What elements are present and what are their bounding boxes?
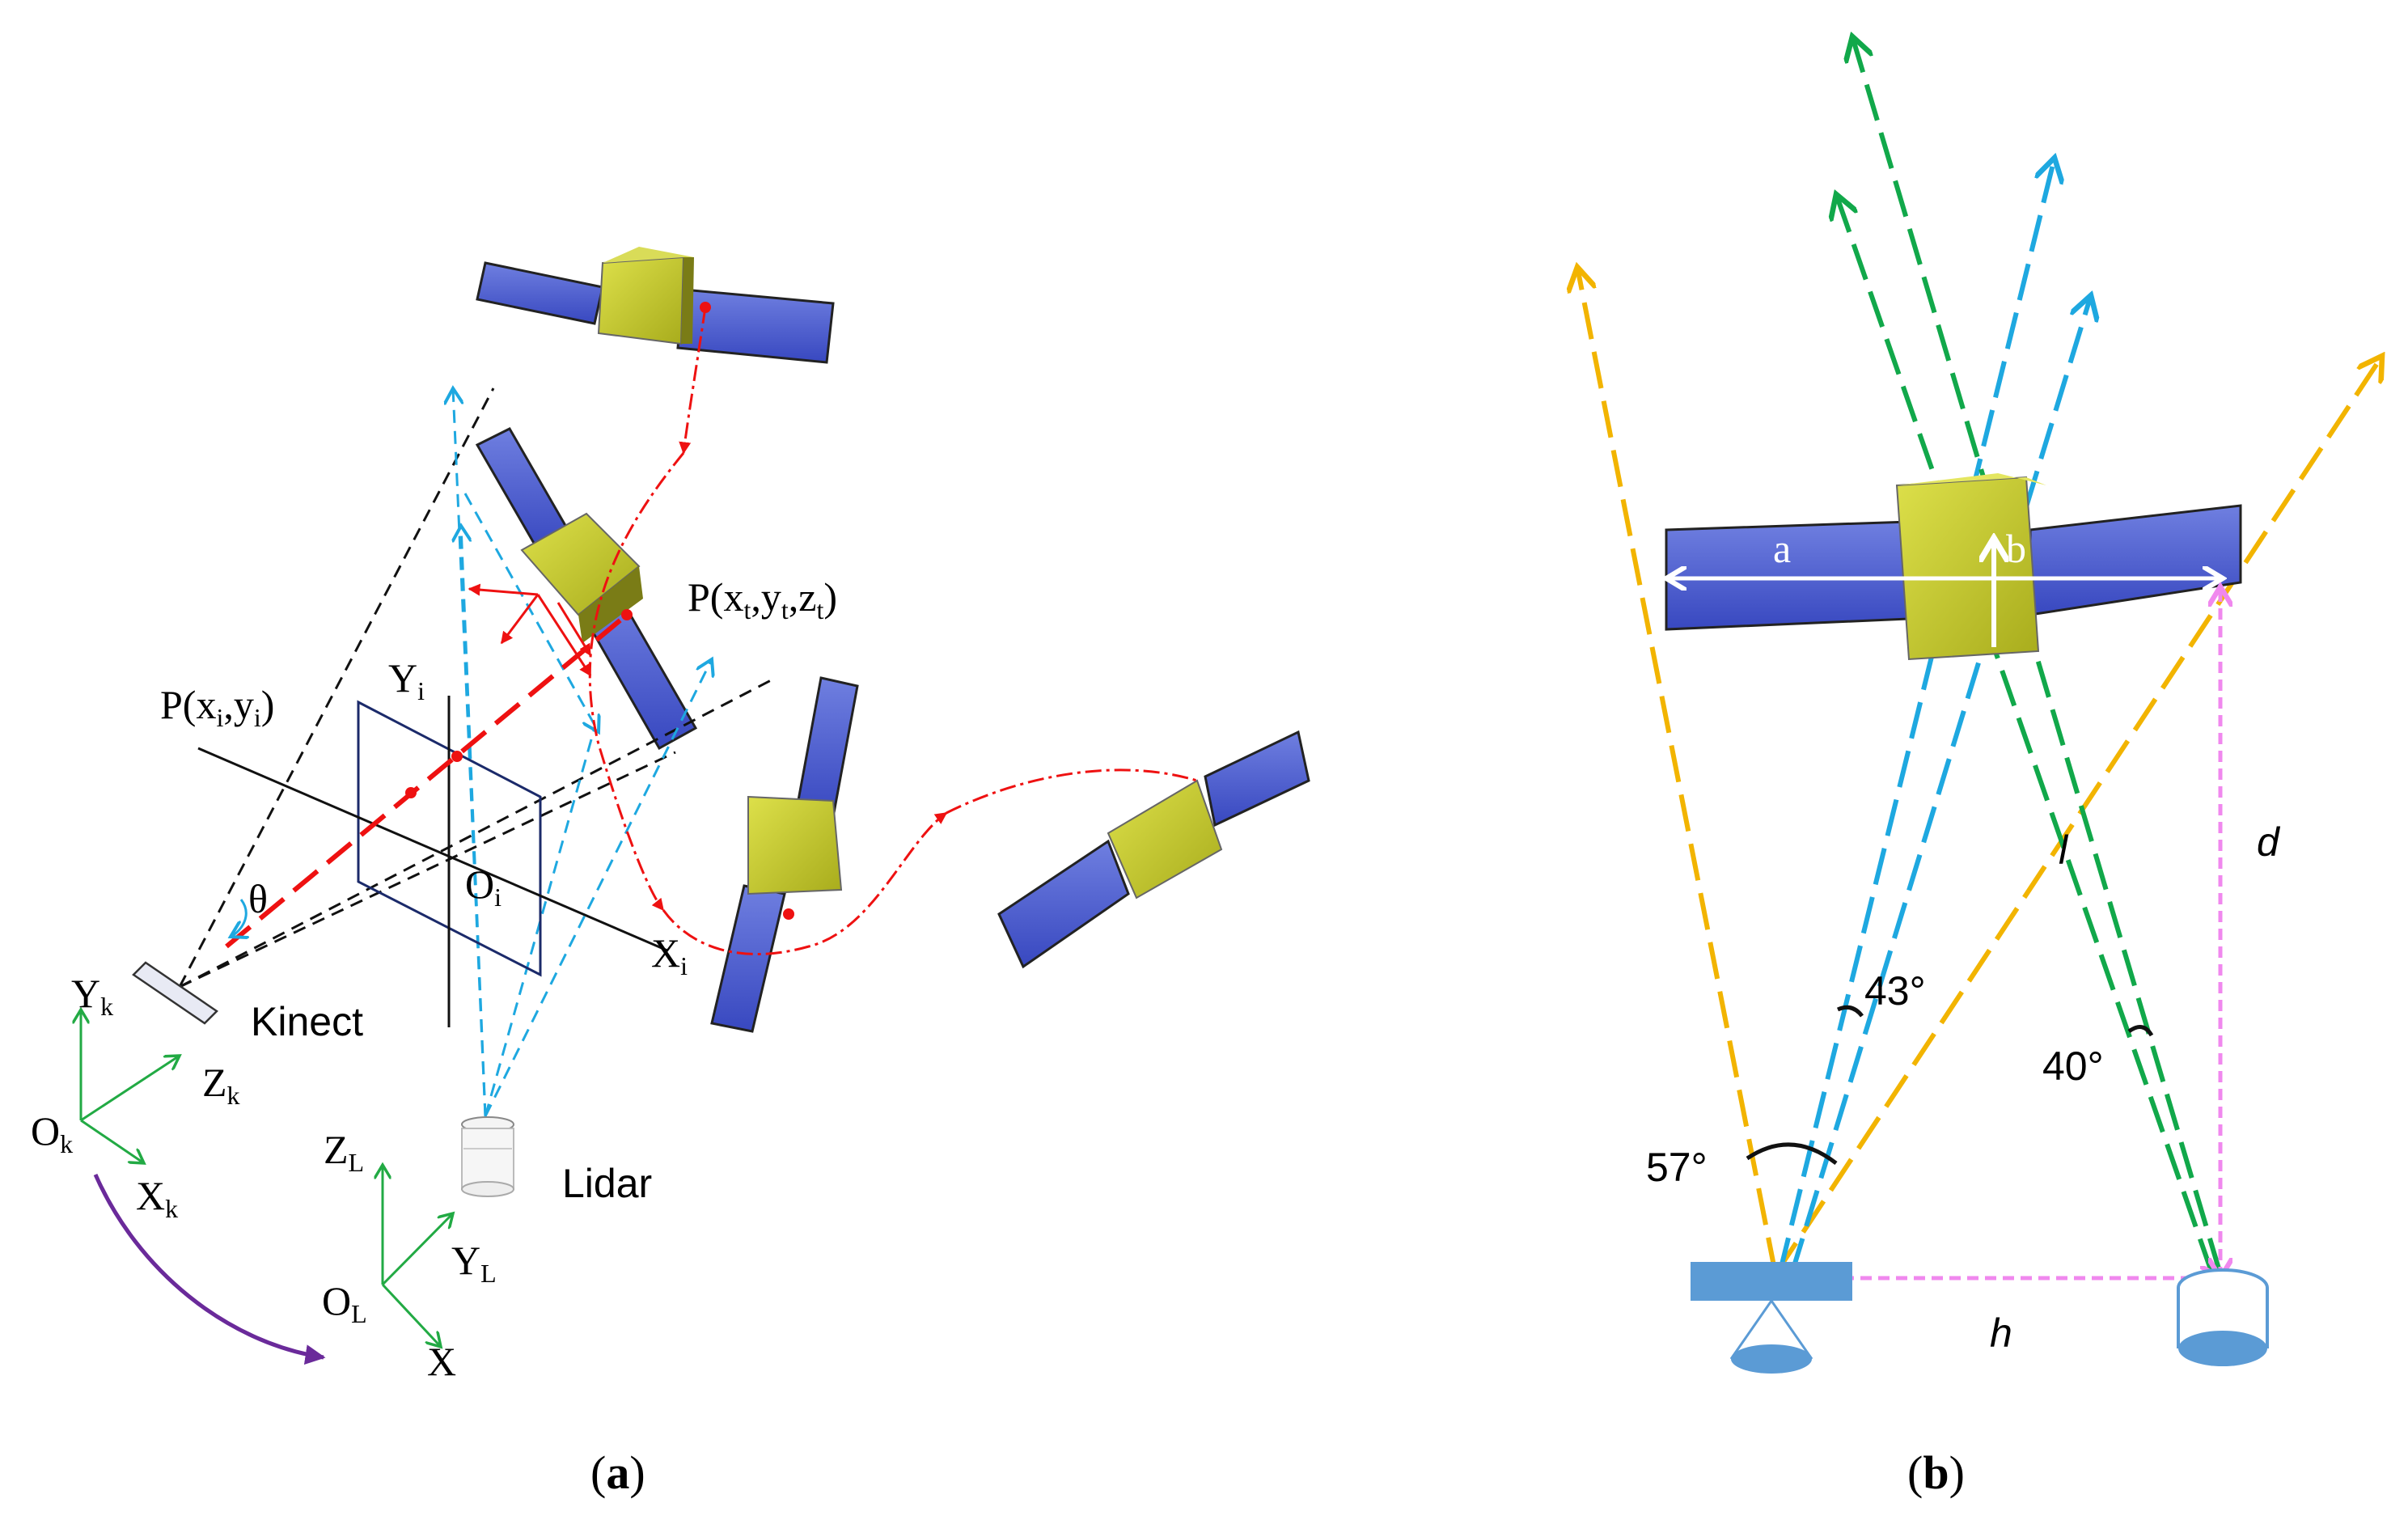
trajectory-dot-right [783,908,794,920]
satellite-right-icon [710,676,859,1033]
kinect-device-icon [1691,1262,1852,1374]
label-kinect: Kinect [251,999,363,1044]
kinect-h-fov-lines [1577,267,2382,1276]
label-dim-b: b [2006,526,2026,571]
angle-arc-57 [1746,1142,1838,1165]
image-point-dot [405,787,417,798]
lidar-device-icon [2177,1268,2269,1366]
panel-a: P(xt,yt,zt) P(xi,yi) Yi Oi Xi θ Kinect L… [31,247,1310,1499]
kinect-v-fov-lines [1777,158,2091,1275]
caption-b: (b) [1907,1446,1965,1499]
label-angle-57: 57° [1646,1145,1708,1190]
panel-b: a b l d h 43° 40° 57° (b) [1577,36,2382,1499]
kinect-frame-axes [81,1010,180,1163]
label-angle-43: 43° [1864,968,1926,1014]
label-theta: θ [248,876,268,921]
label-dim-a: a [1773,526,1791,571]
image-plane [357,700,542,977]
satellite-top-icon [476,247,835,364]
label-image-y: Yi [388,655,425,705]
satellite-b-icon [1665,473,2242,661]
satellite-far-right-icon [997,730,1310,969]
target-point-dot [621,609,633,620]
label-lidar-y: YL [451,1238,497,1288]
label-image-origin: Oi [465,861,501,912]
caption-a: (a) [590,1446,645,1499]
label-lidar-origin: OL [322,1278,367,1328]
kinect-fov-lines [178,387,773,988]
label-angle-40: 40° [2042,1044,2104,1089]
lidar-fov-lines [453,388,712,1117]
lidar-sensor-icon [461,1116,514,1197]
label-dim-l: l [2059,828,2069,873]
label-kinect-z: Zk [202,1060,240,1110]
label-kinect-x: Xk [136,1173,178,1223]
label-dim-d: d [2257,819,2281,865]
label-dim-h: h [1990,1310,2012,1356]
angle-arc-43 [1836,1005,1864,1018]
lidar-fov-lines-b [1836,36,2223,1275]
satellite-mid-icon [475,427,698,751]
label-point-3d: P(xt,yt,zt) [688,574,837,624]
image-x-axis [197,747,668,952]
label-lidar: Lidar [562,1161,652,1206]
label-image-x: Xi [651,930,688,980]
lidar-frame-axes [383,1165,453,1347]
trajectory-path [588,307,1198,955]
label-lidar-x: X [427,1339,456,1384]
satellite-local-axes [468,583,592,677]
kinect-sensor-icon [132,961,218,1025]
angle-arc-40 [2127,1025,2154,1037]
label-point-2d: P(xi,yi) [160,682,274,732]
transform-arrow [93,1173,326,1365]
theta-arc [231,899,246,937]
label-kinect-origin: Ok [31,1108,73,1158]
label-kinect-y: Yk [71,971,113,1021]
trajectory-dot-top [700,302,711,313]
intersection-dot [451,751,463,762]
label-lidar-z: ZL [324,1127,364,1177]
